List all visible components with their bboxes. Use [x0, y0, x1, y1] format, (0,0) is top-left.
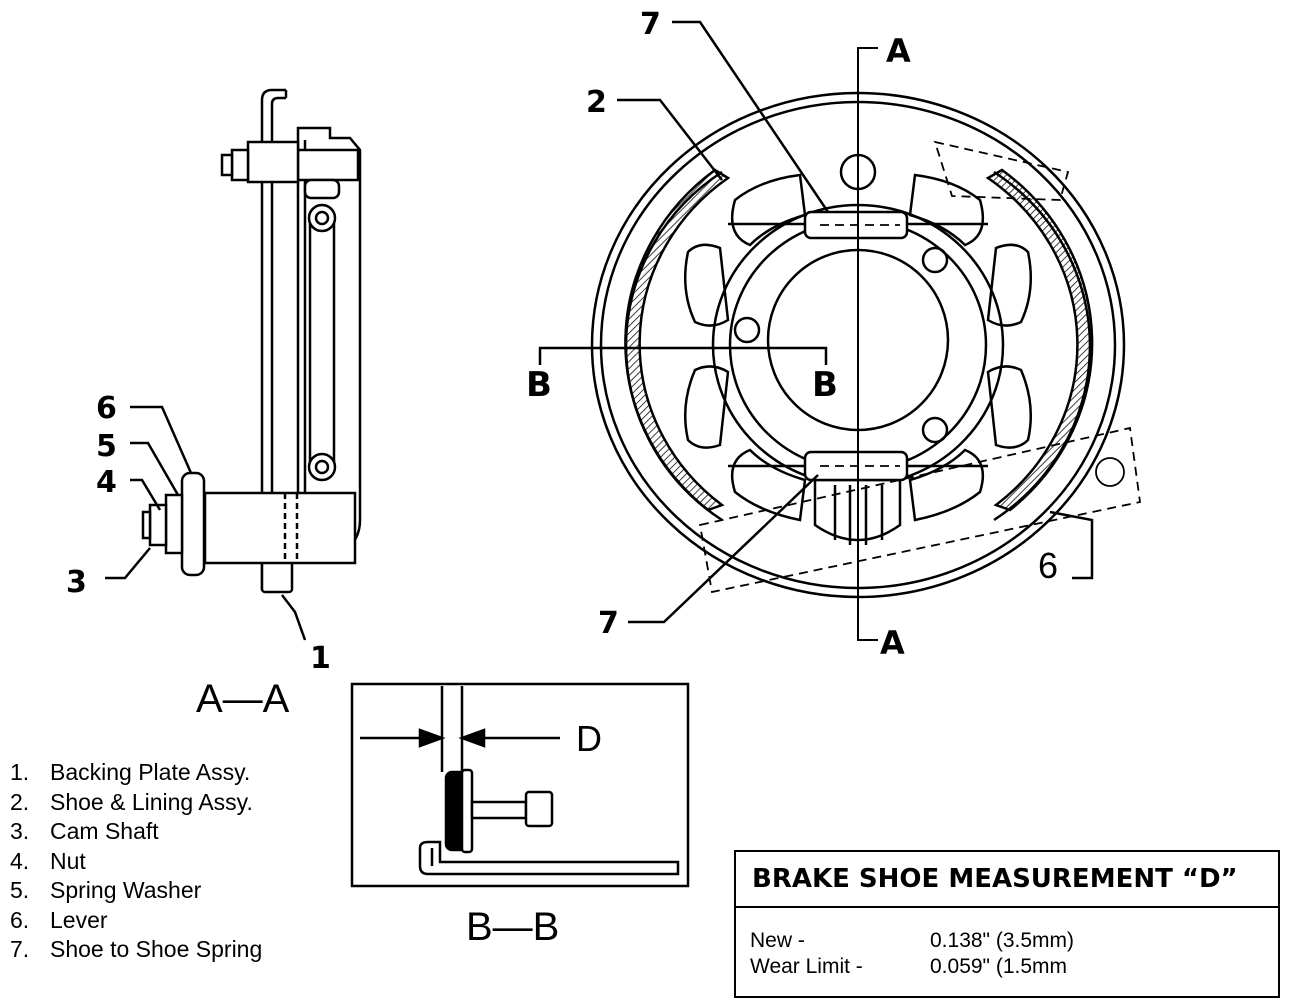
callout-1: 1 — [310, 641, 331, 676]
section-line-b — [538, 346, 828, 365]
section-mark-a-bottom: A — [880, 624, 905, 662]
callout-7-bottom: 7 — [598, 606, 619, 641]
legend-item: 7.Shoe to Shoe Spring — [10, 936, 263, 962]
spec-row-new: New -0.138" (3.5mm) — [750, 929, 1075, 952]
legend-item: 5.Spring Washer — [10, 877, 202, 903]
legend-item: 3.Cam Shaft — [10, 818, 159, 844]
callout-3: 3 — [66, 565, 87, 600]
front-leaders — [617, 20, 1094, 624]
callout-5: 5 — [96, 429, 117, 464]
spec-table: BRAKE SHOE MEASUREMENT “D” New -0.138" (… — [734, 850, 1280, 998]
hidden-lines — [698, 140, 1142, 594]
dimension-d-label: D — [576, 718, 602, 759]
parts-legend: 1.Backing Plate Assy. 2.Shoe & Lining As… — [10, 758, 340, 965]
callout-6-front: 6 — [1038, 545, 1058, 586]
detail-view — [350, 682, 690, 888]
section-mark-b-left: B — [526, 365, 552, 405]
side-view — [141, 88, 362, 594]
callout-7-top: 7 — [640, 7, 661, 42]
legend-item: 2.Shoe & Lining Assy. — [10, 788, 253, 815]
section-line-a — [857, 47, 878, 641]
callout-2: 2 — [586, 85, 607, 120]
legend-item: 4.Nut — [10, 847, 86, 874]
section-mark-a-top: A — [886, 32, 911, 70]
callout-4: 4 — [96, 465, 117, 500]
legend-item: 1.Backing Plate Assy. — [10, 759, 251, 785]
spec-table-rows: New -0.138" (3.5mm) Wear Limit -0.059" (… — [736, 908, 1278, 980]
spec-table-title: BRAKE SHOE MEASUREMENT “D” — [736, 852, 1278, 908]
view-title-b-b: B—B — [466, 905, 559, 949]
spec-row-wear-limit: Wear Limit -0.059" (1.5mm — [750, 955, 1068, 978]
view-title-a-a: A—A — [196, 677, 290, 721]
side-leaders — [105, 405, 307, 641]
section-mark-b-right: B — [812, 365, 838, 405]
callout-6-side: 6 — [96, 391, 117, 426]
legend-item: 6.Lever — [10, 906, 108, 933]
